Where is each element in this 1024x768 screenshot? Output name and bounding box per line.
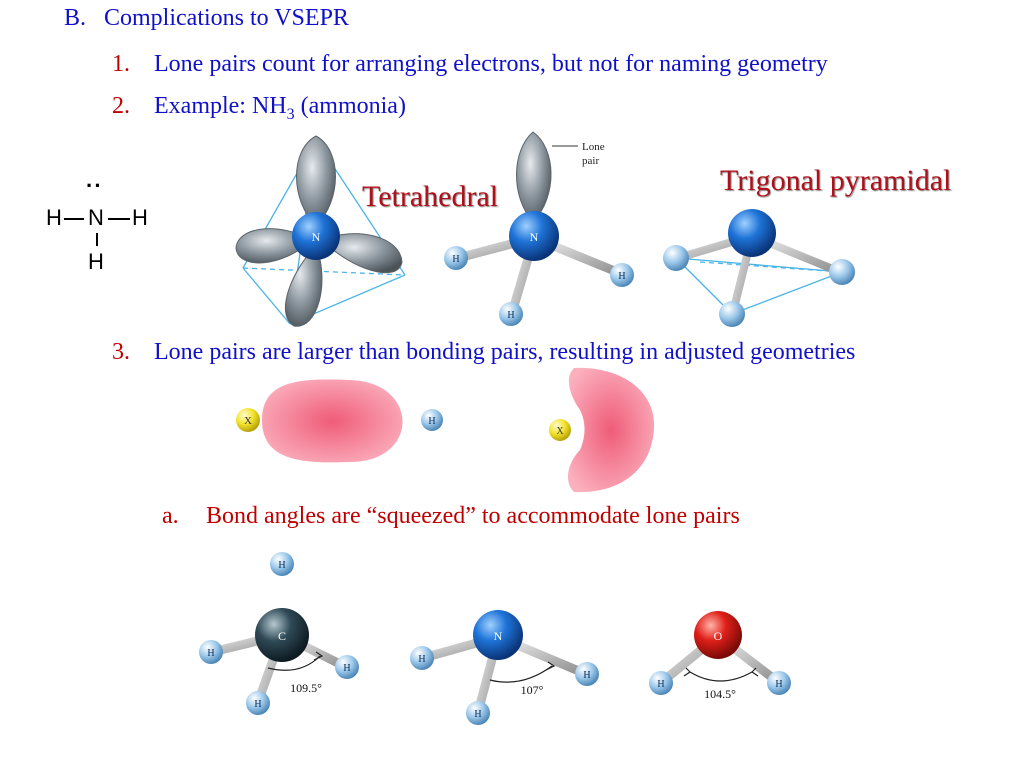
item-2: 2. Example: NH3 (ammonia) [112, 92, 406, 129]
x-atom [236, 408, 260, 432]
svg-text:H: H [254, 699, 261, 710]
hydrogen-atom [719, 301, 745, 327]
oxygen-atom [694, 611, 742, 659]
hydrogen-atom [421, 409, 443, 431]
svg-text:H: H [278, 560, 285, 571]
item-2-text: Example: NH3 (ammonia) [154, 93, 406, 123]
item-3-marker: 3. [112, 339, 130, 365]
trigonal-pyramidal-label: Trigonal pyramidal [720, 164, 952, 197]
hydrogen-atom [410, 646, 434, 670]
heading-text: Complications to VSEPR [104, 5, 349, 31]
item-1-text: Lone pairs count for arranging electrons… [154, 51, 828, 77]
svg-text:H: H [618, 271, 625, 282]
heading-line: B. Complications to VSEPR [64, 4, 349, 32]
svg-text:H: H [343, 663, 350, 674]
hydrogen-atom [663, 245, 689, 271]
lewis-structure: ·· H N H H [40, 173, 170, 280]
hydrogen-atom [499, 302, 523, 326]
hydrogen-atom [270, 552, 294, 576]
svg-text:H: H [657, 679, 664, 690]
svg-text:H: H [207, 648, 214, 659]
hydrogen-atom [829, 259, 855, 285]
item-3: 3. Lone pairs are larger than bonding pai… [112, 338, 855, 366]
hydrogen-atom [246, 691, 270, 715]
angle-methane: 109.5° [290, 681, 322, 695]
svg-text:N: N [530, 230, 539, 244]
ammonia-angle-model: N H H H 107° [410, 610, 599, 725]
tetrahedral-label: Tetrahedral [362, 180, 499, 213]
lone-pair-callout-line2: pair [582, 155, 599, 167]
trigonal-pyramidal-model [663, 209, 855, 327]
nitrogen-atom [292, 212, 340, 260]
svg-text:H: H [418, 654, 425, 665]
svg-text:O: O [714, 629, 723, 643]
lone-pair-dots: ·· [86, 173, 103, 198]
svg-text:H: H [775, 679, 782, 690]
item-3-text: Lone pairs are larger than bonding pairs… [154, 339, 856, 365]
sub-item-a: a. Bond angles are “squeezed” to accommod… [162, 502, 740, 530]
lewis-n: N [88, 205, 104, 230]
svg-text:X: X [244, 415, 252, 427]
ammonia-lone-pair-model: Lone pair N H H H [444, 131, 634, 326]
bonding-pair-orbital: X H [236, 379, 443, 463]
nitrogen-atom [509, 211, 559, 261]
angle-water: 104.5° [704, 687, 736, 701]
lewis-h-bottom: H [88, 249, 104, 274]
svg-text:N: N [494, 629, 503, 643]
bond-right [108, 218, 130, 220]
hydrogen-atom [466, 701, 490, 725]
svg-text:C: C [278, 629, 286, 643]
nitrogen-atom [728, 209, 776, 257]
tetrahedral-orbital-model: N [235, 135, 406, 327]
nitrogen-atom [473, 610, 523, 660]
svg-text:H: H [474, 709, 481, 720]
x-atom [549, 419, 571, 441]
item-1: 1. Lone pairs count for arranging electro… [112, 50, 828, 78]
item-2-marker: 2. [112, 93, 130, 119]
atom-label-n: N [312, 230, 321, 244]
hydrogen-atom [335, 655, 359, 679]
lone-pair-orbital: X [549, 367, 655, 493]
hydrogen-atom [649, 671, 673, 695]
lewis-h-right: H [132, 205, 148, 230]
hydrogen-atom [444, 246, 468, 270]
svg-text:H: H [507, 310, 514, 321]
sub-item-a-text: Bond angles are “squeezed” to accommodat… [206, 503, 740, 529]
svg-text:H: H [428, 416, 435, 427]
item-1-marker: 1. [112, 51, 130, 77]
water-model: O H H 104.5° [649, 611, 791, 701]
heading-marker: B. [64, 5, 87, 31]
svg-text:H: H [583, 670, 590, 681]
methane-model: C H H H H 109.5° [199, 552, 359, 715]
bond-down [96, 233, 98, 246]
angle-ammonia: 107° [521, 683, 544, 697]
hydrogen-atom [610, 263, 634, 287]
svg-text:X: X [556, 426, 564, 437]
sub-item-a-marker: a. [162, 503, 179, 529]
lone-pair-callout-line1: Lone [582, 141, 605, 153]
bond-left [64, 218, 84, 220]
carbon-atom [255, 608, 309, 662]
hydrogen-atom [575, 662, 599, 686]
lewis-h-left: H [46, 205, 62, 230]
svg-text:H: H [452, 254, 459, 265]
hydrogen-atom [199, 640, 223, 664]
hydrogen-atom [767, 671, 791, 695]
